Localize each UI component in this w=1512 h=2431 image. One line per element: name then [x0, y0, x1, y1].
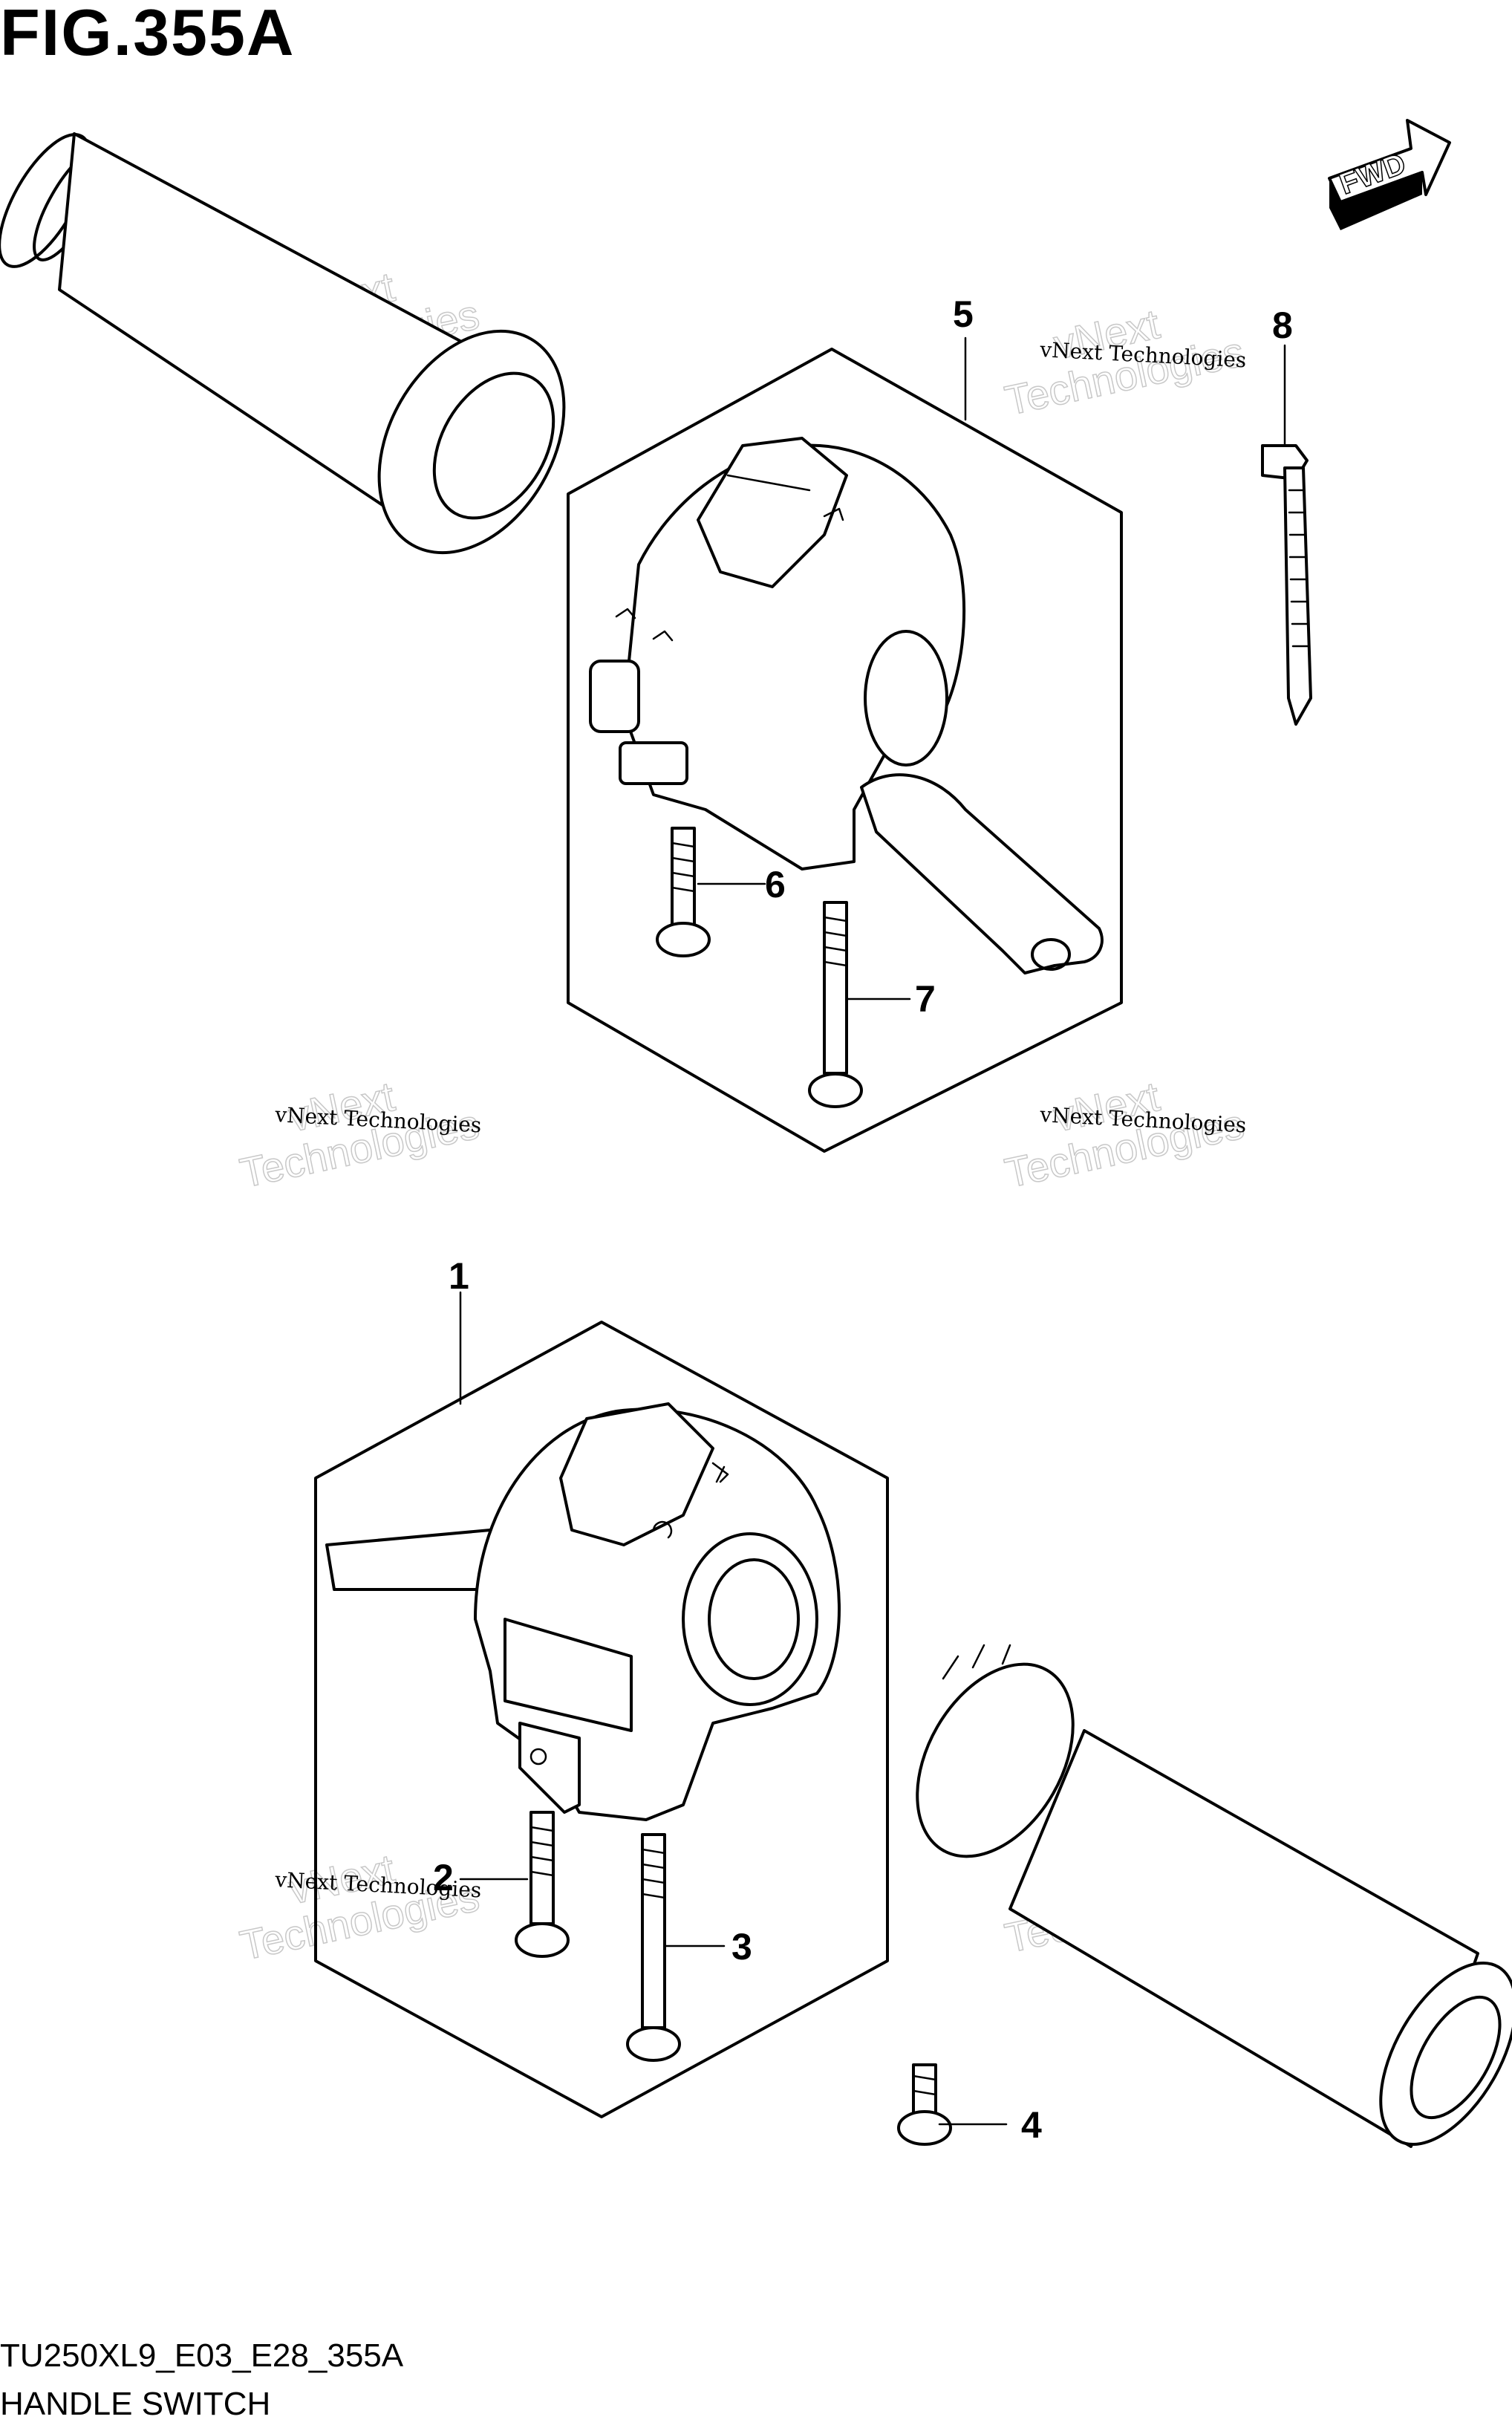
screw-7: [808, 901, 863, 1108]
screw-6: [656, 827, 711, 957]
screw-2: [515, 1811, 570, 1958]
right-handle-switch-assembly: [567, 348, 1123, 1153]
cable-tie-8: [1261, 444, 1312, 726]
callout-1: 1: [449, 1255, 469, 1297]
throttle-grip: [916, 1644, 1512, 2148]
callout-lines: [459, 336, 1286, 2126]
figure-code: TU250XL9_E03_E28_355A: [0, 2337, 404, 2374]
callout-6: 6: [765, 864, 786, 905]
screw-3: [626, 1833, 681, 2062]
left-handle-switch-assembly: [314, 1321, 889, 2118]
callout-4: 4: [1021, 2104, 1042, 2146]
left-grip: [0, 132, 566, 555]
callout-3: 3: [731, 1926, 752, 1968]
callout-2: 2: [433, 1857, 454, 1898]
fwd-arrow-icon: FWD: [1328, 119, 1451, 230]
callout-7: 7: [915, 978, 936, 1020]
screw-4: [897, 2063, 952, 2146]
callout-8: 8: [1272, 305, 1293, 346]
figure-title: FIG.355A: [0, 0, 296, 69]
callout-5: 5: [953, 293, 974, 335]
figure-name: HANDLE SWITCH: [0, 2386, 271, 2422]
